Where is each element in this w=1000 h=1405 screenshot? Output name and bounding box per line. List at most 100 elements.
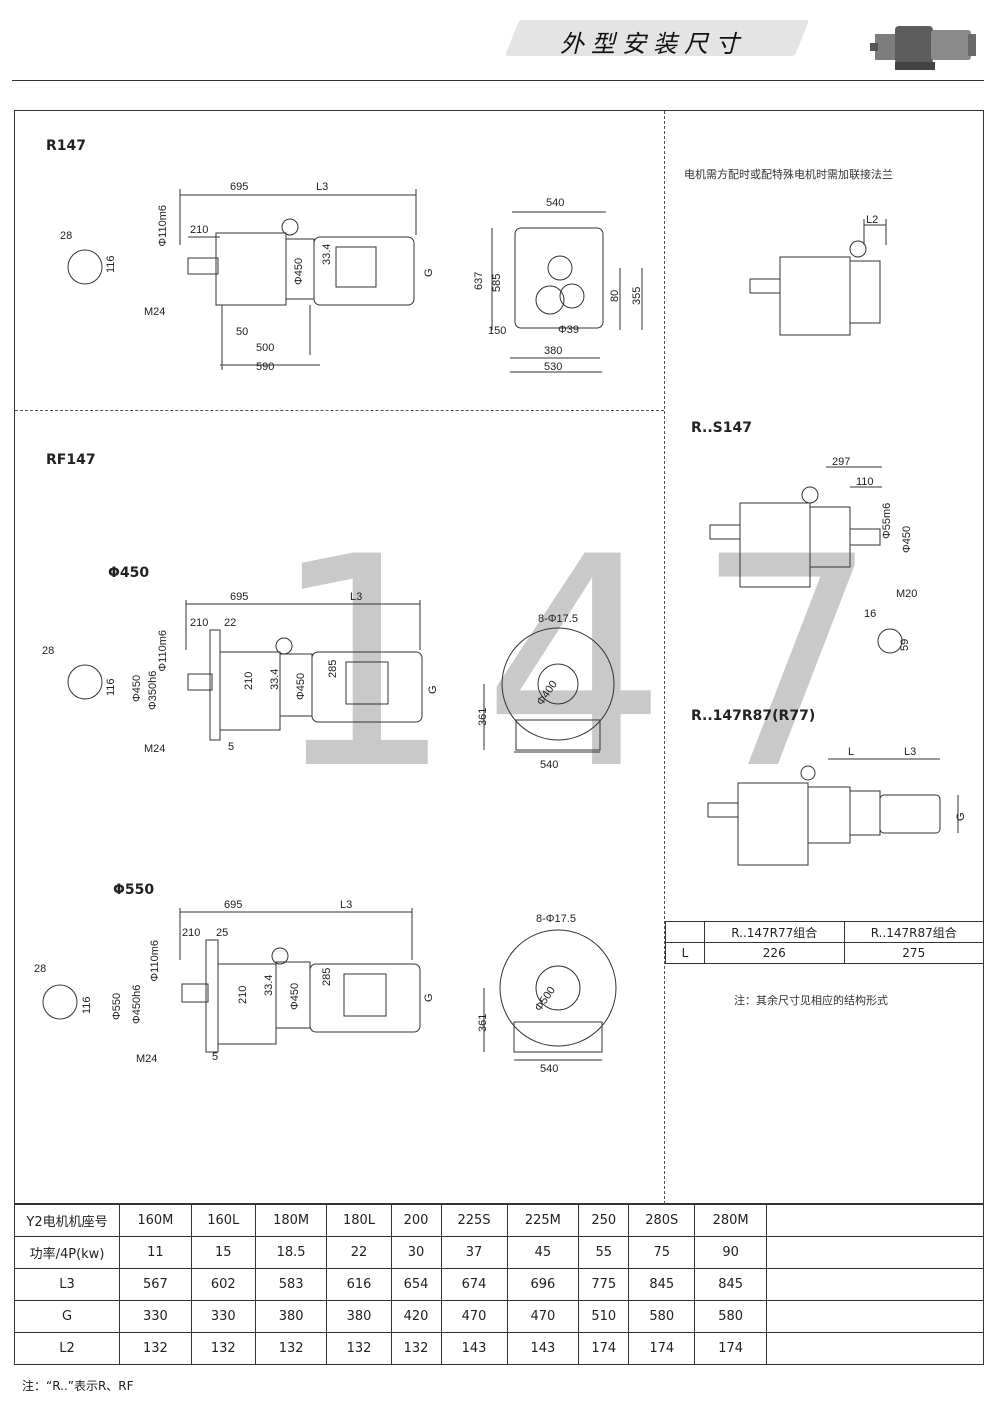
r147-end-view-drawing: 540 637 585 80 355 150 Φ39 380 530 (473, 197, 643, 373)
dim-rs147-phi450: Φ450 (901, 526, 913, 553)
table-cell: 602 (190, 1268, 256, 1301)
dim-rf550-361: 361 (477, 1014, 489, 1032)
dim-r147-33.4: 33.4 (321, 244, 333, 265)
watermark-model-number: 147 (270, 496, 908, 833)
table-cell: 132 (390, 1332, 442, 1365)
table-cell: 225S (440, 1204, 508, 1237)
dim-r147-phi450: Φ450 (293, 258, 305, 285)
dim-r147-end-637: 637 (473, 272, 485, 290)
dim-rf550-key-width: 28 (34, 963, 46, 975)
dim-rf450-thread: M24 (144, 743, 165, 755)
dim-rf450-540: 540 (540, 759, 558, 771)
table-cell: 15 (190, 1236, 256, 1269)
dim-rf550-thread: M24 (136, 1053, 157, 1065)
dim-rf550-33.4: 33.4 (263, 975, 275, 996)
table-cell: 845 (694, 1268, 767, 1301)
rf147-phi550-side-view-drawing: 695 L3 210 25 Φ110m6 28 116 Φ550 Φ450h6 … (34, 899, 435, 1065)
table-cell: 380 (254, 1300, 328, 1333)
dim-rs147-110: 110 (856, 476, 874, 488)
table-cell: 380 (326, 1300, 392, 1333)
rf147-phi450-end-view-drawing: 8-Φ17.5 Φ400 361 540 (477, 613, 615, 771)
table-cell: 37 (440, 1236, 508, 1269)
dim-rf450-spigot: Φ350h6 (147, 671, 159, 710)
r147-side-view-drawing: 695 L3 210 Φ110m6 28 116 M24 33.4 Φ450 G… (60, 181, 435, 373)
dim-rf450-l3: L3 (350, 591, 362, 603)
dim-r147-key-height: 116 (105, 255, 117, 273)
table-cell: 845 (628, 1268, 696, 1301)
dim-r147-50: 50 (236, 326, 248, 338)
dim-rf450-5: 5 (228, 741, 234, 753)
table-cell: 510 (578, 1300, 630, 1333)
table-cell: 30 (390, 1236, 442, 1269)
table-cell: 75 (628, 1236, 696, 1269)
table-cell: 45 (506, 1236, 580, 1269)
dim-rf550-shaft-dia: Φ110m6 (149, 940, 161, 982)
r147r87-drawing: L L3 G (707, 746, 967, 866)
table-row-header: G (14, 1300, 120, 1333)
dim-rf450-210: 210 (190, 617, 208, 629)
dim-r147r87-l3: L3 (904, 746, 916, 758)
dim-r147-end-380: 380 (544, 345, 562, 357)
dim-rf550-l3: L3 (340, 899, 352, 911)
table-cell: 330 (119, 1300, 192, 1333)
combination-row-label: L (665, 942, 705, 964)
flange-connection-drawing: L2 (749, 214, 887, 336)
dim-r147-end-530: 530 (544, 361, 562, 373)
combination-header-r87: R..147R87组合 (843, 921, 984, 943)
dim-flange-l2: L2 (866, 214, 878, 226)
dim-r147-end-80: 80 (609, 290, 621, 302)
dim-r147-end-phi39: Φ39 (558, 324, 579, 336)
dim-rf550-key-height: 116 (81, 996, 93, 1014)
dim-r147-end-540: 540 (546, 197, 564, 209)
dim-rs147-shaft-dia: Φ55m6 (881, 503, 893, 539)
dim-r147r87-g: G (955, 812, 967, 821)
table-cell-empty (766, 1236, 984, 1269)
table-cell: 132 (326, 1332, 392, 1365)
table-cell: 18.5 (254, 1236, 328, 1269)
combination-table: R..147R77组合 R..147R87组合 L 226 275 (665, 921, 984, 964)
table-cell: 280S (628, 1204, 696, 1237)
dim-rf450-695: 695 (230, 591, 248, 603)
dim-rf550-25: 25 (216, 927, 228, 939)
dim-r147-key-width: 28 (60, 230, 72, 242)
dim-r147-590: 590 (256, 361, 274, 373)
table-cell: 567 (119, 1268, 192, 1301)
label-rf147: RF147 (46, 452, 96, 468)
rf147-phi450-side-view-drawing: 695 L3 210 22 Φ110m6 28 116 Φ450 Φ350h6 … (42, 591, 439, 755)
rf147-phi550-end-view-drawing: 8-Φ17.5 Φ500 361 540 (477, 913, 617, 1075)
table-cell: 674 (440, 1268, 508, 1301)
dim-r147-end-355: 355 (631, 287, 643, 305)
dim-r147-end-585: 585 (491, 274, 503, 292)
dim-rf450-285: 285 (327, 660, 339, 678)
dim-r147-210: 210 (190, 224, 208, 236)
table-cell: 174 (694, 1332, 767, 1365)
table-cell-empty (766, 1300, 984, 1333)
dim-rf450-33.4: 33.4 (269, 669, 281, 690)
table-cell: 180L (326, 1204, 392, 1237)
drawing-frame (14, 110, 984, 1204)
dim-rs147-thread: M20 (896, 588, 917, 600)
table-cell: 696 (506, 1268, 580, 1301)
dim-r147-695: 695 (230, 181, 248, 193)
dim-rf450-key-height: 116 (105, 678, 117, 696)
dim-rf550-285: 285 (321, 968, 333, 986)
dim-rf450-phi450: Φ450 (295, 673, 307, 700)
table-cell: 160L (190, 1204, 256, 1237)
table-cell: 143 (440, 1332, 508, 1365)
dim-rf450-flange-dia: Φ450 (131, 675, 143, 702)
dim-rs147-16: 16 (864, 608, 876, 620)
dim-r147-l3: L3 (316, 181, 328, 193)
dim-rf450-shaft-dia: Φ110m6 (157, 630, 169, 672)
table-cell: 470 (440, 1300, 508, 1333)
horizontal-divider (15, 410, 664, 411)
table-cell: 775 (578, 1268, 630, 1301)
table-cell: 616 (326, 1268, 392, 1301)
table-row-header: Y2电机机座号 (14, 1204, 120, 1237)
label-r147: R147 (46, 138, 87, 154)
